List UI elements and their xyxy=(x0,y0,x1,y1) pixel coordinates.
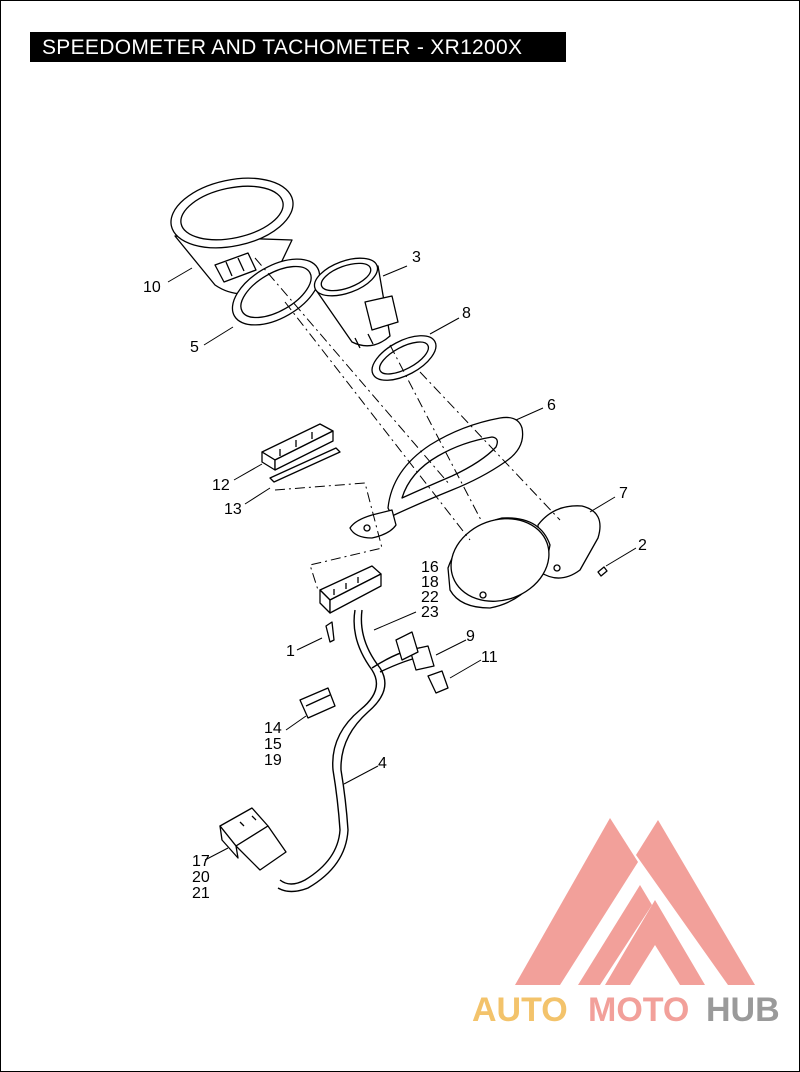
callout-5: 5 xyxy=(190,339,199,356)
indicator-gasket xyxy=(269,447,341,483)
callout-16: 16 xyxy=(421,559,439,576)
watermark-moto: MOTO xyxy=(588,991,689,1029)
callout-15: 15 xyxy=(264,736,282,753)
main-connector xyxy=(219,807,287,871)
callout-12: 12 xyxy=(212,477,230,494)
watermark-logo: AUTO MOTO HUB xyxy=(472,818,780,1029)
lamp-socket xyxy=(395,631,435,671)
screw-2 xyxy=(597,566,608,577)
callout-labels: 10 5 3 8 6 7 2 12 13 16 18 22 23 1 9 11 … xyxy=(143,249,647,902)
callout-7: 7 xyxy=(619,485,628,502)
callout-2: 2 xyxy=(638,537,647,554)
watermark-hub: HUB xyxy=(706,991,780,1029)
title-bar: SPEEDOMETER AND TACHOMETER - XR1200X xyxy=(30,32,566,62)
page-title: SPEEDOMETER AND TACHOMETER - XR1200X xyxy=(42,36,523,59)
gauge-covers xyxy=(447,505,601,609)
callout-9: 9 xyxy=(466,628,475,645)
callout-22: 22 xyxy=(421,589,439,606)
callout-8: 8 xyxy=(462,305,471,322)
tachometer-gasket xyxy=(371,335,437,381)
bulb xyxy=(427,670,449,694)
callout-6: 6 xyxy=(547,397,556,414)
screw-1 xyxy=(325,621,335,643)
callout-3: 3 xyxy=(412,249,421,266)
watermark-triangle-icon xyxy=(515,818,755,985)
callout-23: 23 xyxy=(421,604,439,621)
callout-19: 19 xyxy=(264,752,282,769)
alignment-lines xyxy=(254,257,561,591)
speedometer-housing xyxy=(170,177,294,295)
watermark-auto: AUTO xyxy=(472,991,568,1029)
indicator-lamp-housing xyxy=(261,423,334,471)
callout-1: 1 xyxy=(286,643,295,660)
callout-14: 14 xyxy=(264,720,282,737)
leader-lines xyxy=(167,265,637,861)
connector-block xyxy=(319,565,382,614)
callout-11: 11 xyxy=(481,649,498,666)
callout-4: 4 xyxy=(378,755,387,772)
callout-18: 18 xyxy=(421,574,439,591)
tachometer xyxy=(313,257,399,349)
callout-21: 21 xyxy=(192,885,210,902)
callout-13: 13 xyxy=(224,501,242,518)
harness-connector-14 xyxy=(299,687,336,719)
callout-10: 10 xyxy=(143,279,161,296)
callout-17: 17 xyxy=(192,853,210,870)
callout-20: 20 xyxy=(192,869,210,886)
